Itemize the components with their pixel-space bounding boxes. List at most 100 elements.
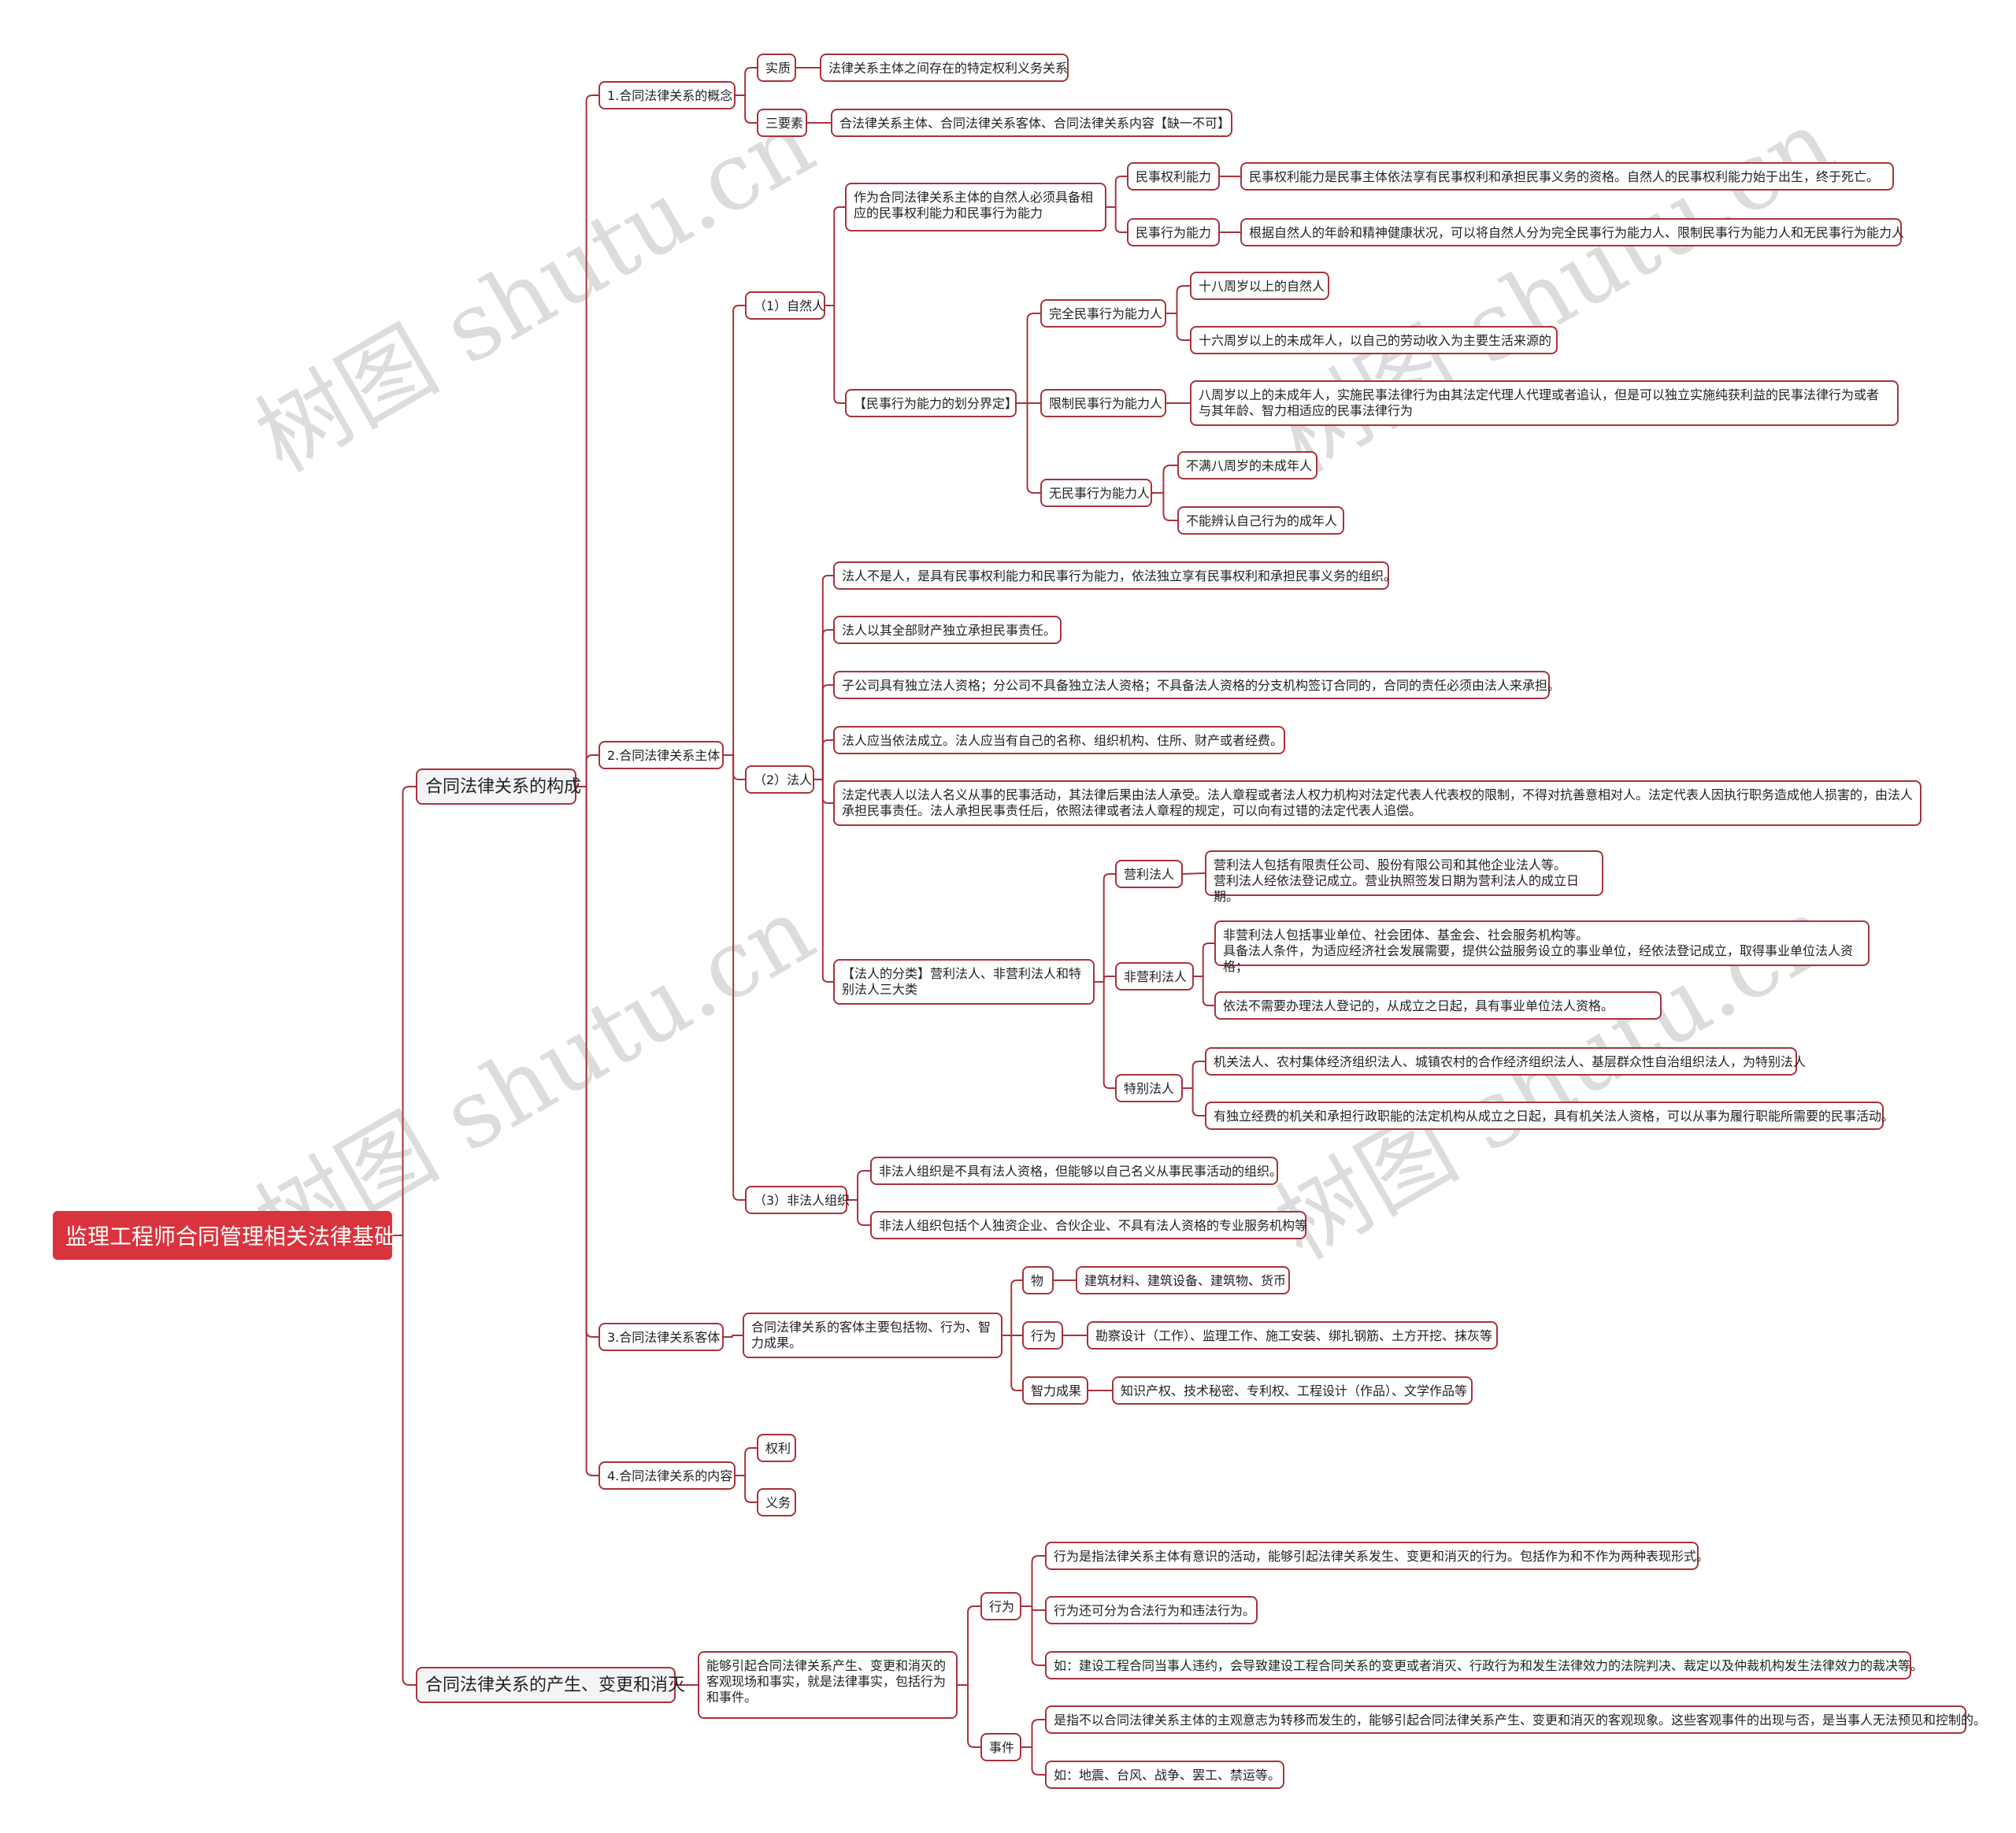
change-act-a[interactable]: 行为是指法律关系主体有意识的活动，能够引起法律关系发生、变更和消灭的行为。包括作… — [1045, 1542, 1709, 1570]
nonprofit-legal-person-text[interactable]: 非营利法人包括事业单位、社会团体、基金会、社会服务机构等。 具备法人条件，为适应… — [1214, 920, 1870, 974]
connector-line — [958, 1684, 980, 1748]
connector-line — [814, 779, 833, 804]
no-capacity-a[interactable]: 不满八周岁的未成年人 — [1177, 451, 1317, 480]
profit-legal-person-text[interactable]: 营利法人包括有限责任公司、股份有限公司和其他企业法人等。 营利法人经依法登记成立… — [1205, 850, 1603, 904]
capacity-division[interactable]: 【民事行为能力的划分界定】 — [845, 389, 1017, 417]
connector-line — [576, 94, 598, 787]
full-capacity[interactable]: 完全民事行为能力人 — [1040, 299, 1166, 328]
natural-requirement[interactable]: 作为合同法律关系主体的自然人必须具备相应的民事权利能力和民事行为能力 — [845, 183, 1106, 231]
topic-content[interactable]: 4.合同法律关系的内容 — [598, 1461, 736, 1490]
connector-line — [825, 206, 845, 306]
subject-legal-person[interactable]: （2）法人 — [745, 765, 814, 794]
profit-legal-person[interactable]: 营利法人 — [1115, 860, 1183, 888]
connector-line — [736, 1475, 757, 1503]
change-act-b[interactable]: 行为还可分为合法行为和违法行为。 — [1045, 1596, 1258, 1624]
object-description[interactable]: 合同法律关系的客体主要包括物、行为、智力成果。 — [743, 1313, 1002, 1358]
no-capacity-b[interactable]: 不能辨认自己行为的成年人 — [1177, 506, 1344, 535]
connector-line — [847, 1170, 870, 1201]
connector-line — [1095, 981, 1115, 1089]
no-capacity[interactable]: 无民事行为能力人 — [1040, 479, 1152, 507]
full-capacity-a[interactable]: 十八周岁以上的自然人 — [1190, 272, 1329, 300]
nonprofit-legal-person-text-2[interactable]: 依法不需要办理法人登记的，从成立之日起，具有事业单位法人资格。 — [1214, 991, 1662, 1020]
topic-composition[interactable]: 合同法律关系的构成 — [416, 768, 581, 805]
connector-line — [1152, 492, 1177, 521]
act-capacity-text[interactable]: 根据自然人的年龄和精神健康状况，可以将自然人分为完全民事行为能力人、限制民事行为… — [1240, 218, 1904, 246]
act-capacity[interactable]: 民事行为能力 — [1127, 218, 1220, 246]
connector-line — [958, 1605, 980, 1686]
connector-line — [724, 305, 745, 756]
object-act[interactable]: 行为 — [1022, 1321, 1063, 1350]
connector-line — [1183, 1087, 1205, 1116]
content-rights[interactable]: 权利 — [757, 1434, 796, 1462]
nonprofit-legal-person[interactable]: 非营利法人 — [1115, 962, 1194, 991]
connector-line — [1106, 176, 1127, 208]
concept-essence-text[interactable]: 法律关系主体之间存在的特定权利义务关系 — [820, 54, 1069, 82]
connector-line — [814, 739, 833, 780]
rights-capacity-text[interactable]: 民事权利能力是民事主体依法享有民事权利和承担民事义务的资格。自然人的民事权利能力… — [1240, 162, 1894, 191]
legal-person-point[interactable]: 子公司具有独立法人资格；分公司不具备独立法人资格；不具备法人资格的分支机构签订合… — [833, 671, 1560, 699]
connector-line — [1017, 402, 1040, 494]
connector-line — [1002, 1335, 1022, 1391]
limited-capacity[interactable]: 限制民事行为能力人 — [1040, 389, 1166, 417]
special-legal-person-b[interactable]: 有独立经费的机关和承担行政职能的法定机构从成立之日起，具有机关法人资格，可以从事… — [1205, 1102, 1894, 1130]
connector-line — [847, 1199, 870, 1226]
connector-line — [392, 1235, 416, 1686]
connector-line — [1002, 1279, 1022, 1336]
change-description[interactable]: 能够引起合同法律关系产生、变更和消灭的客观现场和事实，就是法律事实，包括行为和事… — [698, 1651, 958, 1719]
connector-line — [1095, 873, 1115, 983]
subject-natural-person[interactable]: （1）自然人 — [745, 291, 825, 320]
unincorporated-b[interactable]: 非法人组织包括个人独资企业、合伙企业、不具有法人资格的专业服务机构等 — [870, 1211, 1307, 1239]
legal-person-point[interactable]: 法定代表人以法人名义从事的民事活动，其法律后果由法人承受。法人章程或者法人权力机… — [833, 780, 1922, 826]
legal-person-classes[interactable]: 【法人的分类】营利法人、非营利法人和特别法人三大类 — [833, 959, 1095, 1005]
connector-line — [1194, 942, 1214, 977]
subject-unincorporated[interactable]: （3）非法人组织 — [745, 1186, 850, 1214]
rights-capacity[interactable]: 民事权利能力 — [1127, 162, 1220, 191]
object-intellectual-text[interactable]: 知识产权、技术秘密、专利权、工程设计（作品）、文学作品等 — [1112, 1376, 1473, 1405]
connector-line — [736, 1447, 757, 1476]
connector-line — [1095, 976, 1115, 983]
change-event-a[interactable]: 是指不以合同法律关系主体的主观意志为转移而发生的，能够引起合同法律关系产生、变更… — [1045, 1705, 1986, 1734]
topic-concept[interactable]: 1.合同法律关系的概念 — [598, 81, 736, 109]
legal-person-point[interactable]: 法人以其全部财产独立承担民事责任。 — [833, 616, 1062, 644]
change-act-c[interactable]: 如：建设工程合同当事人违约，会导致建设工程合同关系的变更或者消灭、行政行为和发生… — [1045, 1651, 1923, 1679]
legal-person-point[interactable]: 法人应当依法成立。法人应当有自己的名称、组织机构、住所、财产或者经费。 — [833, 726, 1285, 754]
connector-line — [814, 575, 833, 780]
connector-line — [576, 786, 598, 1338]
connector-line — [1106, 206, 1127, 233]
object-thing[interactable]: 物 — [1022, 1266, 1054, 1294]
connector-line — [1152, 465, 1177, 494]
legal-person-point[interactable]: 法人不是人，是具有民事权利能力和民事行为能力，依法独立享有民事权利和承担民事义务… — [833, 561, 1396, 590]
change-event-b[interactable]: 如：地震、台风、战争、罢工、禁运等。 — [1045, 1761, 1284, 1789]
connector-line — [724, 754, 745, 780]
object-act-text[interactable]: 勘察设计（工作）、监理工作、施工安装、绑扎钢筋、土方开挖、抹灰等 — [1087, 1321, 1498, 1350]
connector-line — [576, 754, 598, 787]
change-event[interactable]: 事件 — [980, 1733, 1021, 1761]
connector-line — [576, 786, 598, 1476]
concept-elements[interactable]: 三要素 — [757, 109, 807, 137]
connector-line — [1166, 313, 1190, 341]
concept-elements-text[interactable]: 合法律关系主体、合同法律关系客体、合同法律关系内容【缺一不可】 — [831, 109, 1232, 137]
limited-capacity-text[interactable]: 八周岁以上的未成年人，实施民事法律行为由其法定代理人代理或者追认，但是可以独立实… — [1190, 380, 1899, 426]
concept-essence[interactable]: 实质 — [757, 54, 796, 82]
full-capacity-b[interactable]: 十六周岁以上的未成年人，以自己的劳动收入为主要生活来源的 — [1190, 326, 1558, 354]
connector-line — [814, 684, 833, 780]
topic-subject[interactable]: 2.合同法律关系主体 — [598, 741, 724, 769]
connector-line — [1021, 1746, 1045, 1776]
object-thing-text[interactable]: 建筑材料、建筑设备、建筑物、货币 — [1076, 1266, 1290, 1294]
topic-object[interactable]: 3.合同法律关系客体 — [598, 1323, 724, 1351]
connector-line — [814, 629, 833, 780]
object-intellectual[interactable]: 智力成果 — [1022, 1376, 1088, 1405]
connector-line — [1183, 1061, 1205, 1089]
topic-change[interactable]: 合同法律关系的产生、变更和消灭 — [416, 1667, 685, 1703]
connector-line — [1182, 872, 1206, 875]
root-topic[interactable]: 监理工程师合同管理相关法律基础 — [53, 1211, 396, 1260]
special-legal-person[interactable]: 特别法人 — [1115, 1074, 1183, 1102]
change-act[interactable]: 行为 — [980, 1592, 1021, 1620]
connector-line — [736, 67, 757, 96]
connector-line — [825, 305, 845, 404]
unincorporated-a[interactable]: 非法人组织是不具有法人资格，但能够以自己名义从事民事活动的组织。 — [870, 1157, 1282, 1185]
special-legal-person-a[interactable]: 机关法人、农村集体经济组织法人、城镇农村的合作经济组织法人、基层群众性自治组织法… — [1205, 1047, 1806, 1076]
content-duties[interactable]: 义务 — [757, 1488, 796, 1516]
connector-line — [1166, 285, 1190, 314]
connector-line — [724, 754, 745, 1201]
